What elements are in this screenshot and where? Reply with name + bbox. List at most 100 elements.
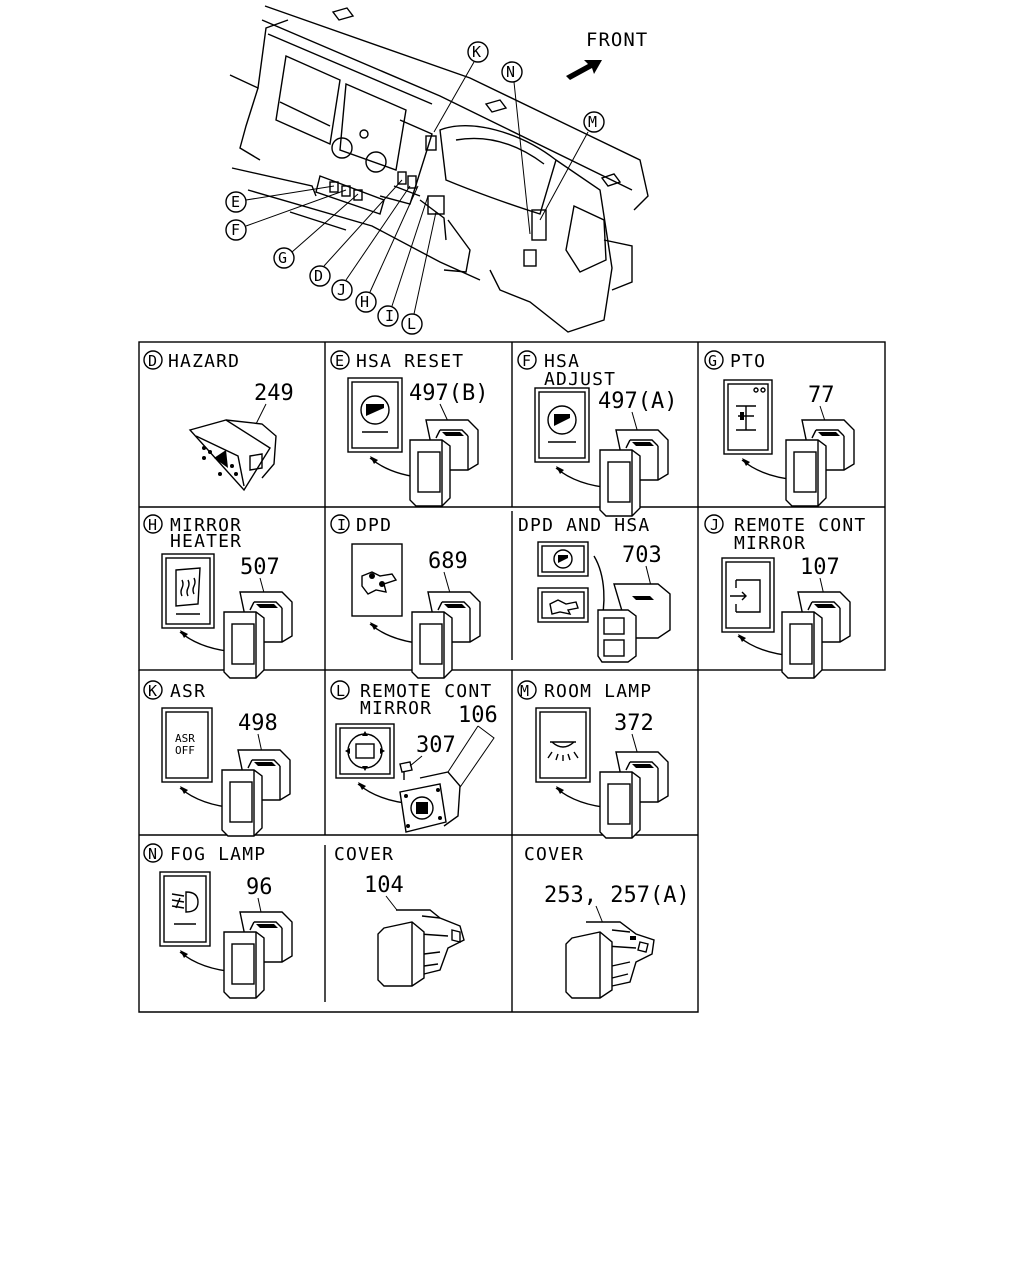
part-number: 497(A) (598, 389, 677, 414)
cell-title: HAZARD (168, 351, 240, 372)
part-number: 96 (246, 875, 273, 900)
cell-hsa-adjust: F HSA ADJUST 497(A) (517, 350, 677, 517)
pto-label-icon (723, 379, 773, 455)
cell-asr: K ASR 498 ASR OFF (143, 680, 291, 837)
cell-room-lamp: M ROOM LAMP 372 (517, 680, 669, 839)
cover-253-icon (565, 921, 655, 999)
svg-text:G: G (278, 249, 287, 267)
cell-title: FOG LAMP (170, 844, 266, 865)
svg-text:I: I (337, 516, 346, 534)
cell-hsa-reset: E HSA RESET 497(B) (330, 350, 488, 507)
cell-fog-lamp: N FOG LAMP 96 (143, 843, 293, 999)
callout-E: E (225, 185, 335, 213)
mirror-heater-label-icon (161, 553, 215, 629)
fog-lamp-label-icon (159, 871, 211, 947)
callout-J: J (331, 185, 411, 301)
svg-text:E: E (231, 193, 240, 211)
svg-text:F: F (522, 352, 531, 370)
callout-D: D (309, 179, 403, 287)
dpd-label-icon (351, 543, 403, 617)
mirror-label-icon (721, 557, 775, 633)
cell-title-line1: MIRROR (170, 515, 242, 536)
callout-H: H (355, 185, 419, 313)
cell-title: ASR (170, 681, 206, 702)
svg-text:J: J (710, 516, 719, 534)
cell-title: COVER (524, 844, 584, 865)
part-number: 253, 257(A) (544, 883, 690, 908)
part-number: 498 (238, 711, 278, 736)
cell-hazard: D HAZARD 249 (143, 350, 294, 492)
svg-text:I: I (385, 307, 394, 325)
cell-title-line2: MIRROR (734, 533, 806, 554)
part-number: 372 (614, 711, 654, 736)
svg-text:L: L (407, 315, 416, 333)
hsa-adjust-label-icon (534, 387, 590, 463)
svg-text:H: H (148, 516, 157, 534)
svg-text:M: M (520, 682, 529, 700)
part-number: 77 (808, 383, 835, 408)
cell-title-line1: REMOTE CONT (360, 681, 492, 702)
part-number: 689 (428, 549, 468, 574)
front-arrow-icon (566, 60, 602, 80)
cell-title: PTO (730, 351, 766, 372)
cell-title-line2: MIRROR (360, 698, 432, 719)
svg-text:F: F (231, 221, 240, 239)
part-number: 507 (240, 555, 280, 580)
dpd-mini-label-icon (537, 587, 589, 623)
screw-icon (399, 761, 413, 780)
callout-N: N (501, 61, 531, 235)
cell-cover-253: COVER 253, 257(A) (524, 844, 690, 999)
parts-grid (138, 341, 886, 1013)
cell-pto: G PTO 77 (704, 350, 855, 507)
cell-title-line2: ADJUST (544, 369, 616, 390)
svg-text:ASR: ASR (175, 732, 195, 745)
cell-title: DPD (356, 515, 392, 536)
cell-title: ROOM LAMP (544, 681, 652, 702)
cell-title: COVER (334, 844, 394, 865)
dual-switch-icon (597, 583, 671, 663)
callout-G: G (273, 193, 359, 269)
svg-text:J: J (337, 281, 346, 299)
part-number: 703 (622, 543, 662, 568)
svg-text:E: E (335, 352, 344, 370)
cell-mirror-heater: H MIRROR HEATER 507 (143, 514, 293, 679)
front-label: FRONT (586, 29, 648, 51)
part-number-2: 307 (416, 733, 456, 758)
svg-text:M: M (588, 113, 597, 131)
svg-text:H: H (360, 293, 369, 311)
cell-title-line2: HEATER (170, 531, 242, 552)
mirror-joystick-label-icon (335, 723, 395, 779)
callout-F: F (225, 189, 347, 241)
room-lamp-label-icon (535, 707, 591, 783)
callout-K: K (433, 41, 489, 133)
svg-text:N: N (148, 845, 157, 863)
cover-104-icon (377, 909, 465, 987)
part-number: 104 (364, 873, 404, 898)
asr-off-label-icon: ASR OFF (161, 707, 213, 783)
svg-text:G: G (708, 352, 717, 370)
cell-title-line1: REMOTE CONT (734, 515, 866, 536)
part-number: 497(B) (409, 381, 488, 406)
svg-text:K: K (148, 682, 157, 700)
svg-text:OFF: OFF (175, 744, 195, 757)
callout-I: I (377, 195, 429, 327)
part-number: 249 (254, 381, 294, 406)
dashboard-overview: FRONT (225, 5, 649, 335)
svg-text:K: K (472, 43, 481, 61)
cell-dpd: I DPD 689 (330, 514, 481, 679)
callout-M: M (539, 111, 605, 221)
mirror-switch-icon (399, 771, 461, 833)
cell-remote-cont-mirror-j: J REMOTE CONT MIRROR 107 (704, 514, 866, 679)
part-number: 106 (458, 703, 498, 728)
svg-text:D: D (148, 352, 157, 370)
callout-L: L (401, 211, 437, 335)
cell-dpd-and-hsa: DPD AND HSA 703 (518, 515, 671, 663)
cell-title: DPD AND HSA (518, 515, 650, 536)
hsa-mini-label-icon (537, 541, 589, 577)
svg-text:L: L (336, 682, 345, 700)
cell-title: HSA RESET (356, 351, 464, 372)
hsa-reset-label-icon (347, 377, 403, 453)
hazard-switch-icon (188, 419, 277, 492)
